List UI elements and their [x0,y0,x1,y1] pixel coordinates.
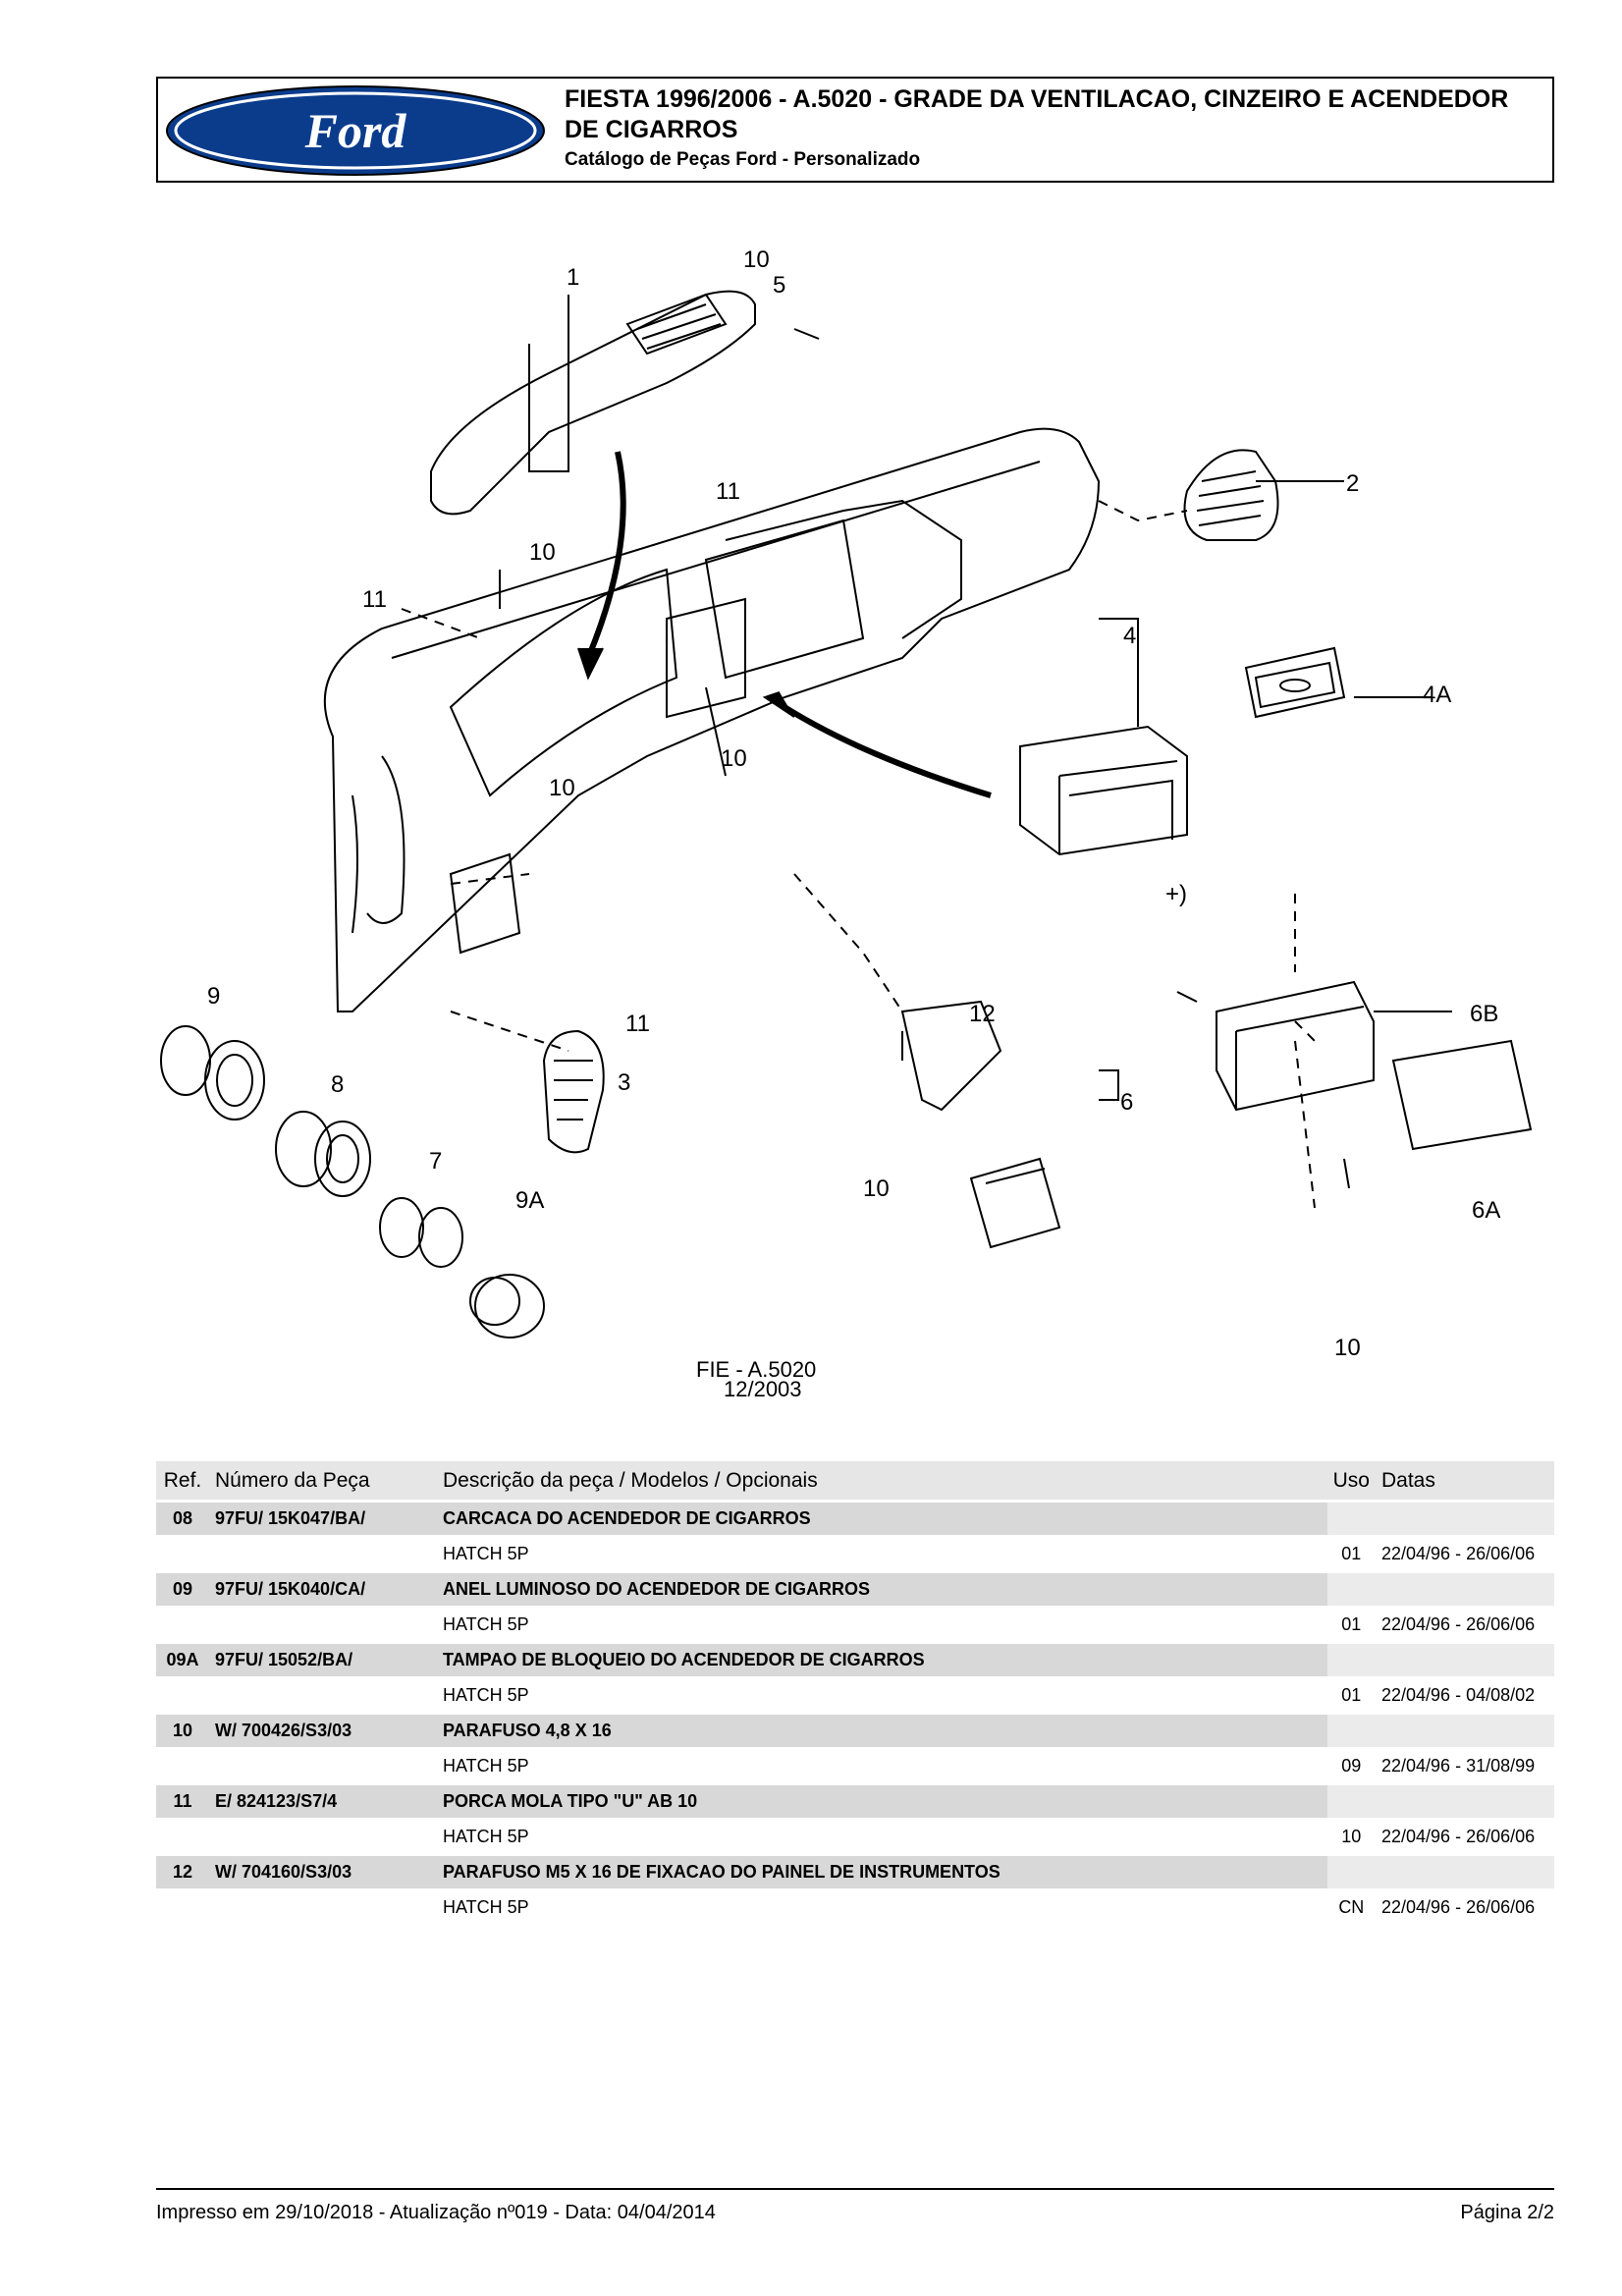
callout-label: 9 [207,983,220,1010]
bezel-part-4A [1244,646,1346,719]
callout-label: 10 [743,246,770,273]
callout-label: 6 [1120,1089,1133,1116]
col-ref: Ref. [156,1461,209,1502]
print-info: Impresso em 29/10/2018 - Atualização nº0… [156,2202,716,2223]
dashboard-panel [323,427,1101,1012]
vent-part-3 [542,1029,605,1154]
callout-label: 9A [515,1187,544,1214]
col-uso: Uso [1326,1461,1376,1502]
lighter-part-7 [379,1197,463,1268]
callout-label: 6B [1470,1001,1498,1027]
callout-label: 10 [529,539,556,566]
page-footer: Impresso em 29/10/2018 - Atualização nº0… [156,2188,1554,2224]
table-header-row: Ref. Número da Peça Descrição da peça / … [156,1461,1554,1502]
col-dates: Datas [1376,1461,1554,1502]
callout-label: 1 [567,264,579,291]
lighter-part-8 [275,1111,371,1197]
diagram-date: 12/2003 [724,1377,802,1401]
ashtray-part-6 [900,1000,1002,1112]
callout-label: 5 [773,272,785,299]
ashtray-housing-part-4 [1019,725,1188,856]
callout-label: 8 [331,1071,344,1098]
lighter-part-9 [160,1025,265,1121]
vent-part-2 [1183,449,1279,541]
callout-label: 11 [716,478,740,505]
callout-label: 7 [429,1148,442,1175]
col-description: Descrição da peça / Modelos / Opcionais [437,1461,1327,1502]
callout-label: 10 [1334,1335,1361,1361]
ford-logo-text: Ford [304,103,407,158]
callout-label: 11 [625,1011,650,1037]
callout-label: 10 [721,745,747,772]
callout-label: 6A [1472,1197,1500,1224]
callout-label: 10 [863,1175,890,1202]
callout-label: 10 [549,775,575,801]
callout-label: +) [1165,881,1187,907]
callout-label: 2 [1346,470,1359,497]
callout-label: 11 [362,586,387,613]
callout-label: 4A [1423,682,1451,708]
page-number: Página 2/2 [1460,2202,1554,2223]
page-header: Ford FIESTA 1996/2006 - A.5020 - GRADE D… [156,77,1554,183]
col-part-number: Número da Peça [209,1461,437,1502]
ashtray-part-6B [1216,980,1375,1112]
parts-table: Ref. Número da Peça Descrição da peça / … [156,1461,1554,1924]
lighter-cap-9A [469,1274,545,1339]
callout-label: 4 [1123,623,1136,649]
callout-label: 3 [618,1069,630,1096]
ford-logo: Ford [166,85,545,176]
page-title: FIESTA 1996/2006 - A.5020 - GRADE DA VEN… [565,85,1509,143]
page-subtitle: Catálogo de Peças Ford - Personalizado [565,149,921,170]
vent-panel-part-1 [430,290,756,516]
callout-label: 12 [969,1001,996,1027]
diagram-code: FIE - A.5020 [696,1357,817,1382]
